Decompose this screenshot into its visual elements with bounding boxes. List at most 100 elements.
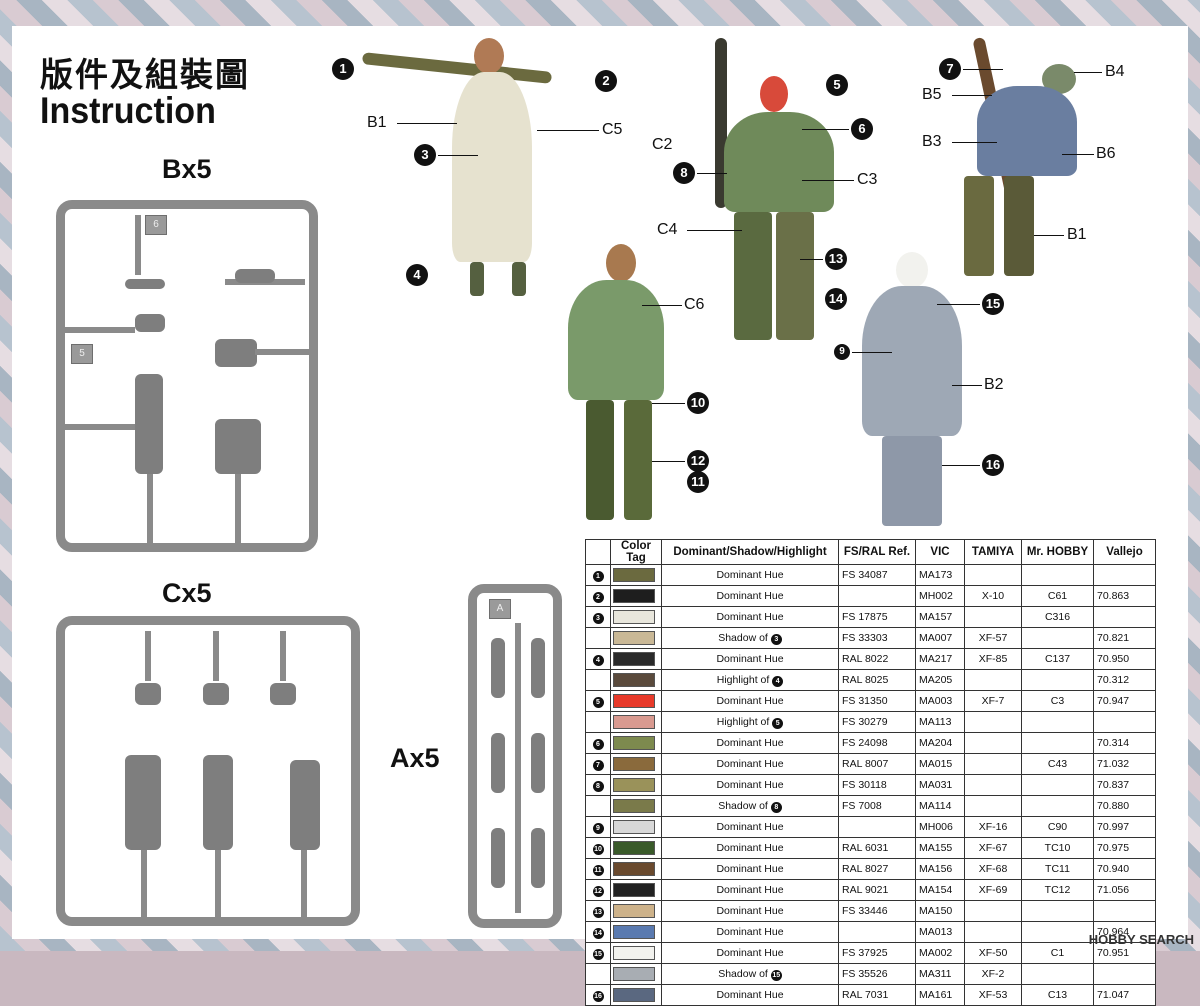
vic-cell: MA154 bbox=[915, 879, 965, 901]
tamiya-cell bbox=[964, 900, 1022, 922]
watermark: HOBBY SEARCH bbox=[1088, 932, 1194, 947]
vic-cell: MA155 bbox=[915, 837, 965, 859]
callout-c6: C6 bbox=[684, 296, 705, 313]
vic-cell: MA150 bbox=[915, 900, 965, 922]
hue-text: Dominant Hue bbox=[716, 863, 784, 875]
hue-text: Dominant Hue bbox=[716, 884, 784, 896]
row-number-cell: 8 bbox=[585, 774, 611, 796]
callout-15: 15 bbox=[982, 293, 1004, 315]
column-header-color-tag: Color Tag bbox=[610, 539, 662, 565]
leader-line bbox=[1034, 235, 1064, 236]
hue-cell: Dominant Hue bbox=[661, 585, 839, 607]
hue-text: Dominant Hue bbox=[716, 758, 784, 770]
hue-text: Dominant Hue bbox=[716, 695, 784, 707]
vallejo-cell: 70.863 bbox=[1093, 585, 1156, 607]
ref-cell: FS 35526 bbox=[838, 963, 916, 985]
callout-b5: B5 bbox=[922, 86, 942, 103]
color-swatch bbox=[613, 946, 655, 960]
hue-text: Dominant Hue bbox=[716, 989, 784, 1001]
hue-cell: Dominant Hue bbox=[661, 858, 839, 880]
vic-cell: MA205 bbox=[915, 669, 965, 691]
tamiya-cell: XF-57 bbox=[964, 627, 1022, 649]
hue-ref-badge: 8 bbox=[770, 801, 782, 813]
callout-16: 16 bbox=[982, 454, 1004, 476]
part-pack bbox=[215, 339, 257, 367]
tamiya-cell bbox=[964, 606, 1022, 628]
ref-cell: RAL 8022 bbox=[838, 648, 916, 670]
figure-jacket bbox=[724, 112, 834, 212]
vic-cell: MA013 bbox=[915, 921, 965, 943]
gate bbox=[135, 215, 141, 275]
hue-text: Highlight of bbox=[716, 673, 773, 686]
color-tag-cell bbox=[610, 837, 662, 859]
figure-head bbox=[606, 244, 636, 282]
row-number-cell: 1 bbox=[585, 564, 611, 586]
callout-8: 8 bbox=[673, 162, 695, 184]
part-legs bbox=[270, 683, 296, 705]
ref-cell: RAL 9021 bbox=[838, 879, 916, 901]
mrhobby-cell: C137 bbox=[1021, 648, 1094, 670]
hue-text: Highlight of bbox=[716, 715, 773, 728]
hue-cell: Shadow of 8 bbox=[661, 795, 839, 817]
leader-line bbox=[652, 461, 685, 462]
figure-shirt bbox=[977, 86, 1077, 176]
vallejo-cell bbox=[1093, 963, 1156, 985]
mrhobby-cell bbox=[1021, 963, 1094, 985]
mrhobby-cell: C3 bbox=[1021, 690, 1094, 712]
vallejo-cell: 70.312 bbox=[1093, 669, 1156, 691]
column-header bbox=[585, 539, 611, 565]
part-figure bbox=[203, 755, 233, 850]
callout-10: 10 bbox=[687, 392, 709, 414]
color-swatch bbox=[613, 925, 655, 939]
callout-c3: C3 bbox=[857, 171, 878, 188]
figure-leg bbox=[1004, 176, 1034, 276]
mrhobby-cell: C90 bbox=[1021, 816, 1094, 838]
hue-cell: Dominant Hue bbox=[661, 942, 839, 964]
mrhobby-cell bbox=[1021, 627, 1094, 649]
tamiya-cell: XF-2 bbox=[964, 963, 1022, 985]
color-tag-cell bbox=[610, 879, 662, 901]
color-tag-cell bbox=[610, 606, 662, 628]
row-number-badge: 4 bbox=[592, 654, 604, 666]
sprue-a-tag: A bbox=[489, 599, 511, 619]
gate bbox=[235, 474, 241, 544]
callout-b2: B2 bbox=[984, 376, 1004, 393]
mrhobby-cell bbox=[1021, 921, 1094, 943]
column-header-hue: Dominant/Shadow/Highlight bbox=[661, 539, 839, 565]
hue-text: Shadow of bbox=[718, 967, 771, 980]
figure-leg bbox=[734, 212, 772, 340]
hue-text: Dominant Hue bbox=[716, 737, 784, 749]
row-number-cell: 16 bbox=[585, 984, 611, 1006]
mrhobby-cell bbox=[1021, 774, 1094, 796]
leader-line bbox=[537, 130, 599, 131]
hue-cell: Dominant Hue bbox=[661, 606, 839, 628]
row-number-badge: 9 bbox=[592, 822, 604, 834]
vic-cell: MA204 bbox=[915, 732, 965, 754]
hue-text: Shadow of bbox=[718, 631, 771, 644]
figure-leg bbox=[512, 262, 526, 296]
mrhobby-cell: C1 bbox=[1021, 942, 1094, 964]
color-tag-cell bbox=[610, 564, 662, 586]
hue-cell: Dominant Hue bbox=[661, 690, 839, 712]
hue-cell: Dominant Hue bbox=[661, 984, 839, 1006]
hue-ref-badge: 15 bbox=[770, 969, 782, 981]
leader-line bbox=[802, 129, 849, 130]
vallejo-cell bbox=[1093, 900, 1156, 922]
color-tag-cell bbox=[610, 858, 662, 880]
color-tag-cell bbox=[610, 711, 662, 733]
vallejo-cell: 70.837 bbox=[1093, 774, 1156, 796]
tamiya-cell: XF-68 bbox=[964, 858, 1022, 880]
callout-c2: C2 bbox=[652, 136, 673, 153]
callout-b6: B6 bbox=[1096, 145, 1116, 162]
row-number-cell bbox=[585, 963, 611, 985]
leader-line bbox=[952, 142, 997, 143]
vallejo-cell: 70.997 bbox=[1093, 816, 1156, 838]
